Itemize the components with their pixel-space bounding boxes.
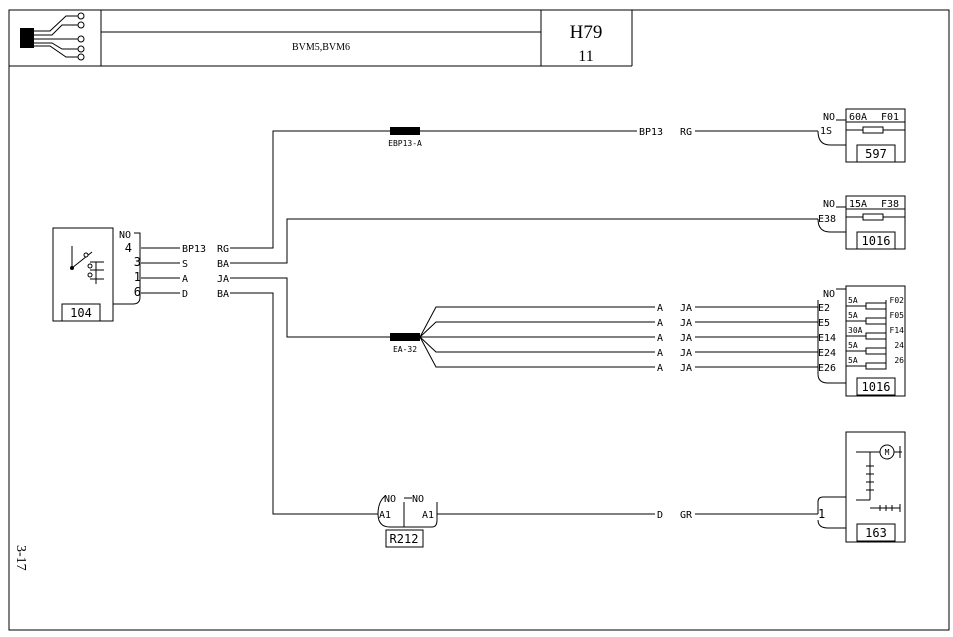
- fuse-symbol: [865, 362, 887, 370]
- svg-text:5A: 5A: [848, 356, 858, 365]
- fuse-f38-pin: E38: [818, 214, 836, 225]
- svg-text:NO: NO: [384, 494, 396, 505]
- connector-104: 104 NO 4 3 1 6: [52, 227, 141, 322]
- splice-ebp13: EBP13-A: [388, 127, 422, 148]
- svg-text:JA: JA: [680, 303, 692, 314]
- fuse-597-pin: 1S: [820, 126, 832, 137]
- fuse-1016-f38: NO E38 15A F38 1016: [817, 195, 906, 250]
- wire-label-ba: BA: [217, 259, 229, 270]
- sheet-number: 11: [578, 48, 593, 65]
- page-reference: 3-17: [13, 545, 28, 571]
- fuse-597-amp: 60A: [849, 112, 867, 123]
- wire-labels-104: BP13 RG S BA A JA D BA: [180, 243, 230, 300]
- fuse-f38-id: 1016: [862, 234, 891, 248]
- svg-text:A: A: [657, 333, 663, 344]
- motor-163: 1 M 163: [817, 431, 906, 543]
- svg-text:M: M: [885, 448, 890, 457]
- connector-r212-id: R212: [390, 532, 419, 546]
- svg-text:F38: F38: [881, 199, 899, 210]
- switch-symbol: [70, 246, 104, 284]
- diagram-code: H79: [570, 22, 603, 43]
- fuse-symbol: [862, 213, 884, 221]
- svg-text:15A: 15A: [849, 199, 867, 210]
- svg-text:JA: JA: [680, 348, 692, 359]
- fuse-597: NO 1S 60A F01 597: [817, 108, 906, 163]
- svg-text:5A: 5A: [848, 341, 858, 350]
- svg-text:5A: 5A: [848, 296, 858, 305]
- fuse-symbol: [865, 317, 887, 325]
- svg-text:JA: JA: [680, 363, 692, 374]
- fuse-symbol: [865, 347, 887, 355]
- svg-text:A: A: [657, 348, 663, 359]
- wire-label-ja: JA: [217, 274, 229, 285]
- wire-label-597-left: BP13: [639, 127, 663, 138]
- splice-ea32: EA-32: [390, 306, 818, 368]
- svg-text:NO: NO: [412, 494, 424, 505]
- connector-104-id: 104: [70, 306, 92, 320]
- wire-label-a: A: [182, 274, 188, 285]
- wire-label-rg: RG: [217, 244, 229, 255]
- connector-harness-logo: [20, 12, 85, 61]
- connector-104-pin-4: 4: [125, 241, 132, 255]
- wire-label-163-left: D: [657, 510, 663, 521]
- wire-label-d: D: [182, 289, 188, 300]
- connector-104-no: NO: [119, 230, 131, 241]
- svg-text:E26: E26: [818, 363, 836, 374]
- svg-text:E2: E2: [818, 303, 830, 314]
- svg-text:NO: NO: [823, 199, 835, 210]
- fusebox-1016: NO E2 E5 E14 E24 E26 5A 5A 30A 5A 5A F02…: [817, 285, 906, 397]
- svg-text:A: A: [657, 303, 663, 314]
- title-block: BVM5,BVM6 H79 11: [9, 10, 633, 67]
- motor-163-pin: 1: [818, 507, 825, 521]
- wire-label-163-right: GR: [680, 510, 693, 521]
- svg-text:A: A: [657, 363, 663, 374]
- svg-text:A1: A1: [379, 510, 391, 521]
- splice-ebp13-label: EBP13-A: [388, 139, 422, 148]
- fuse-597-fuse: F01: [881, 112, 899, 123]
- svg-text:E5: E5: [818, 318, 830, 329]
- connector-104-pin-1: 1: [134, 270, 141, 284]
- fuse-597-id: 597: [865, 147, 887, 161]
- svg-text:NO: NO: [823, 289, 835, 300]
- wire-label-ba-2: BA: [217, 289, 229, 300]
- connector-r212: NO NO A1 A1 R212: [377, 494, 818, 548]
- motor-163-id: 163: [865, 526, 887, 540]
- svg-text:30A: 30A: [848, 326, 863, 335]
- svg-text:A1: A1: [422, 510, 434, 521]
- fuse-symbol: [862, 126, 884, 134]
- fuse-597-no: NO: [823, 112, 835, 123]
- connector-104-pin-6: 6: [134, 285, 141, 299]
- fusebox-1016-id: 1016: [862, 380, 891, 394]
- vehicle-label: BVM5,BVM6: [292, 42, 350, 53]
- fuse-symbol: [865, 332, 887, 340]
- svg-text:24: 24: [894, 341, 904, 350]
- wire-label-s: S: [182, 259, 188, 270]
- svg-text:F14: F14: [890, 326, 905, 335]
- wire-label-597-right: RG: [680, 127, 692, 138]
- diagram-frame: [8, 9, 950, 631]
- svg-text:26: 26: [894, 356, 904, 365]
- svg-text:F05: F05: [890, 311, 905, 320]
- svg-text:A: A: [657, 318, 663, 329]
- fuse-symbol: [865, 302, 887, 310]
- wire-label-bp13: BP13: [182, 244, 206, 255]
- svg-text:JA: JA: [680, 333, 692, 344]
- connector-104-pin-3: 3: [134, 255, 141, 269]
- svg-text:5A: 5A: [848, 311, 858, 320]
- svg-text:F02: F02: [890, 296, 905, 305]
- motor-symbol: M: [856, 444, 902, 512]
- svg-text:E24: E24: [818, 348, 836, 359]
- svg-text:JA: JA: [680, 318, 692, 329]
- splice-ea32-label: EA-32: [393, 345, 417, 354]
- svg-text:E14: E14: [818, 333, 836, 344]
- wire-labels-fusebox: A JA A JA A JA A JA A JA: [655, 302, 695, 374]
